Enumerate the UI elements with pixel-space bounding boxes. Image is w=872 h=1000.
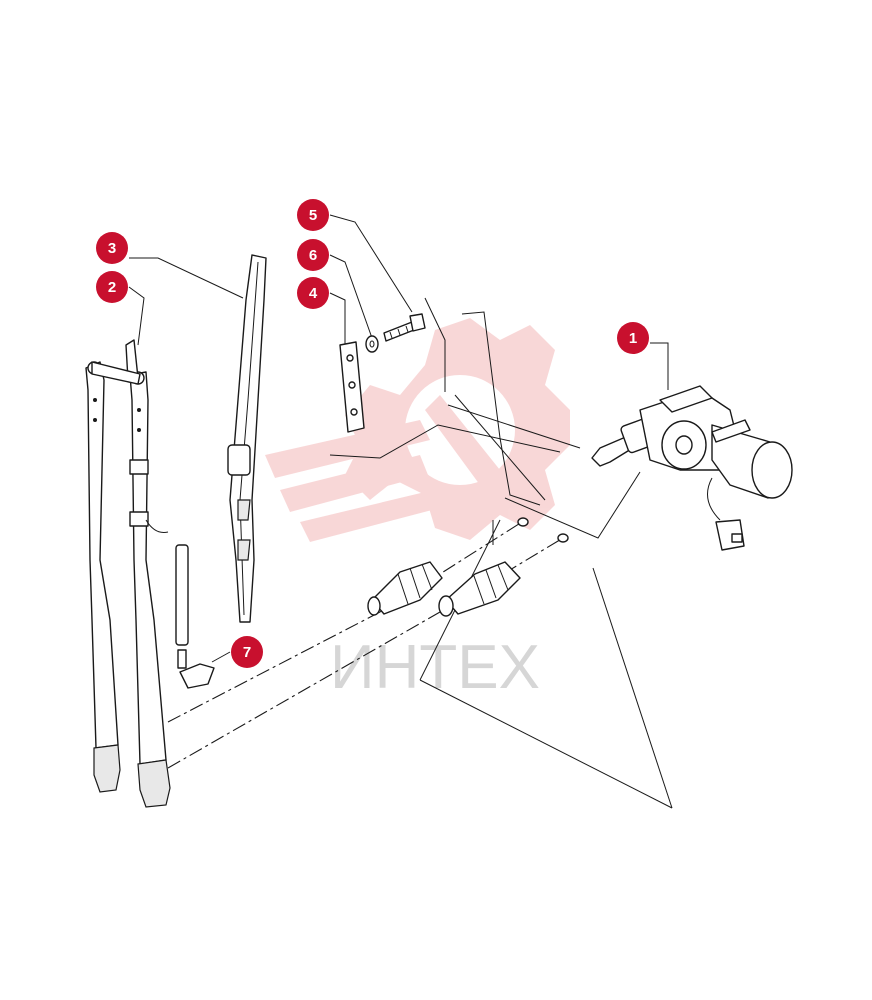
wiper-blade	[227, 254, 267, 623]
watermark-text: ИНТЕХ	[330, 633, 540, 702]
svg-text:7: 7	[243, 644, 251, 661]
callout-6: 6	[297, 239, 329, 271]
wiper-arm-left	[85, 361, 121, 793]
svg-text:1: 1	[629, 330, 637, 347]
svg-text:5: 5	[309, 207, 317, 224]
svg-text:2: 2	[108, 279, 116, 296]
leader-lines	[128, 214, 669, 663]
washer-hose	[175, 544, 215, 689]
callout-2: 2	[96, 271, 128, 303]
svg-text:6: 6	[309, 247, 317, 264]
callout-7: 7	[231, 636, 263, 668]
spindle-boot-left	[367, 517, 529, 616]
callout-3: 3	[96, 232, 128, 264]
callout-1: 1	[617, 322, 649, 354]
wiper-motor	[591, 385, 793, 551]
mounting-plate	[339, 341, 365, 433]
spindle-boot-right	[438, 533, 569, 617]
bolt	[383, 313, 426, 342]
svg-text:3: 3	[108, 240, 116, 257]
wiper-arm-right	[91, 339, 171, 808]
callout-4: 4	[297, 277, 329, 309]
callout-5: 5	[297, 199, 329, 231]
svg-text:4: 4	[309, 285, 318, 302]
washer	[365, 335, 379, 353]
